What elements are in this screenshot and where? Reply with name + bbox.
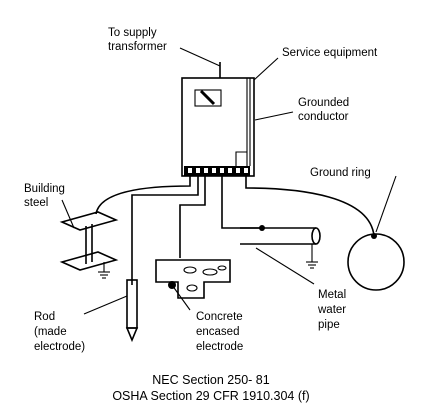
label-concrete-3: electrode (196, 341, 243, 353)
ring-conductor (245, 176, 375, 237)
concrete-leader (171, 284, 191, 311)
label-building-1: Building (24, 183, 65, 195)
service-panel (181, 77, 255, 177)
rod-conductor (131, 176, 199, 285)
ground-rod (125, 279, 139, 343)
supply-leader (179, 47, 221, 67)
water-leader (255, 247, 315, 285)
water-conductor (221, 176, 262, 229)
steel-conductor (95, 176, 191, 215)
ring-leader (375, 175, 397, 233)
steel-leader (61, 199, 75, 229)
water-pipe (240, 225, 321, 269)
ground-ring (347, 233, 405, 291)
label-water-3: pipe (318, 319, 340, 331)
label-rod-1: Rod (34, 311, 55, 323)
label-service: Service equipment (282, 47, 378, 59)
label-grounded-2: conductor (298, 111, 349, 123)
label-ground-ring: Ground ring (310, 167, 371, 179)
label-grounded-1: Grounded (298, 97, 349, 109)
label-supply-2: transformer (108, 41, 167, 53)
label-rod-3: electrode) (34, 341, 85, 353)
label-building-2: steel (24, 197, 48, 209)
service-leader (253, 57, 279, 81)
rod-leader (83, 295, 128, 315)
concrete-electrode (155, 259, 231, 299)
caption-line-2: OSHA Section 29 CFR 1910.304 (f) (112, 389, 309, 403)
label-rod-2: (made (34, 326, 67, 338)
label-concrete-2: encased (196, 326, 239, 338)
label-concrete-1: Concrete (196, 311, 243, 323)
label-water-1: Metal (318, 289, 346, 301)
label-water-2: water (317, 304, 346, 316)
concrete-conductor (179, 176, 206, 258)
caption-line-1: NEC Section 250- 81 (152, 373, 269, 387)
building-steel (59, 211, 119, 279)
label-supply-1: To supply (108, 27, 157, 39)
grounded-leader (254, 111, 294, 121)
